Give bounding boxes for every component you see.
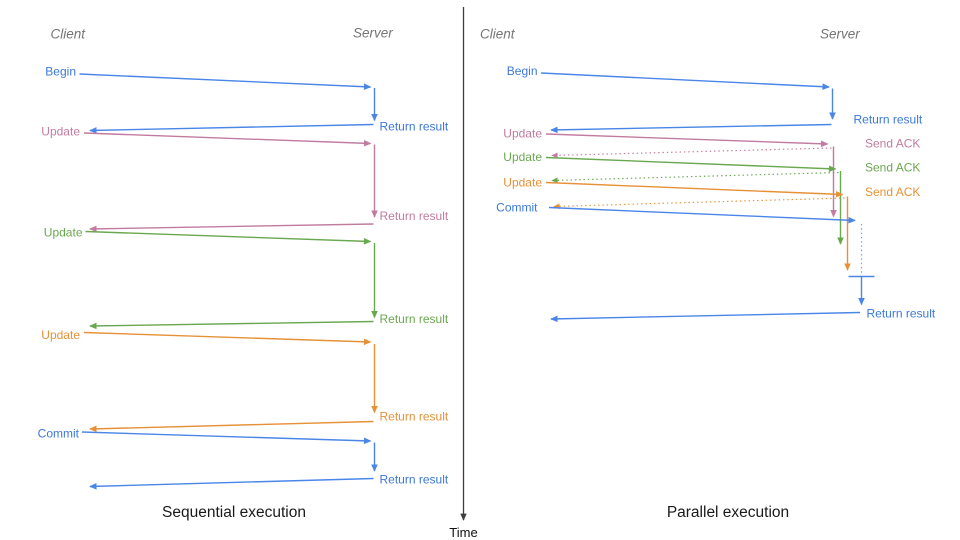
parallel-panel: Client Server Begin Return result Update… [480, 27, 936, 522]
seq-update1-request-arrow [83, 132, 372, 147]
par-begin-response-label: Return result [854, 113, 923, 127]
par-update3-ack-return-arrow [553, 197, 845, 210]
par-commit-response-label: Return result [867, 307, 936, 321]
seq-commit-response-label: Return result [380, 473, 449, 487]
time-axis-label: Time [449, 525, 477, 540]
seq-update2-request-arrow [85, 230, 372, 245]
par-update1-ack-label: Send ACK [865, 137, 920, 151]
sequential-title: Sequential execution [162, 504, 306, 521]
par-update1-request-label: Update [503, 127, 542, 141]
time-axis: Time [449, 7, 478, 540]
seq-update2-request-label: Update [44, 226, 83, 240]
par-update3-ack-label: Send ACK [865, 185, 920, 199]
seq-update3-request-label: Update [41, 328, 80, 342]
par-commit-request-arrow [548, 206, 856, 224]
par-update3-request-arrow [545, 181, 844, 198]
sequential-panel: Client Server Begin Return result Update… [38, 26, 449, 522]
par-commit-request-label: Commit [496, 201, 538, 215]
seq-commit-request-arrow [81, 431, 372, 445]
seq-update3-response-label: Return result [380, 410, 449, 424]
par-update1-request-arrow [545, 133, 829, 148]
seq-begin-response-label: Return result [380, 120, 449, 134]
par-update2-ack-return-arrow [551, 171, 839, 184]
parallel-title: Parallel execution [667, 504, 789, 521]
par-begin-request-label: Begin [507, 64, 538, 78]
par-commit-response-arrow [550, 311, 861, 323]
seq-update3-request-arrow [83, 331, 372, 346]
seq-update2-response-arrow [89, 320, 374, 330]
seq-commit-request-label: Commit [38, 427, 80, 441]
seq-begin-request-label: Begin [45, 65, 76, 79]
seq-update1-response-label: Return result [380, 209, 449, 223]
par-begin-response-arrow [550, 123, 832, 134]
par-update2-request-arrow [545, 156, 837, 173]
seq-update1-response-arrow [89, 223, 374, 233]
seq-begin-request-arrow [79, 73, 372, 91]
par-update2-ack-label: Send ACK [865, 161, 920, 175]
par-client-header: Client [480, 27, 516, 42]
seq-client-header: Client [51, 27, 87, 42]
seq-begin-response-arrow [89, 123, 374, 134]
par-update1-ack-return-arrow [551, 147, 832, 159]
seq-commit-response-arrow [89, 477, 374, 490]
par-update3-request-label: Update [503, 176, 542, 190]
par-server-header: Server [820, 27, 860, 42]
par-begin-request-arrow [540, 72, 830, 90]
seq-update3-response-arrow [89, 420, 374, 433]
seq-server-header: Server [353, 26, 393, 41]
par-update2-request-label: Update [503, 150, 542, 164]
seq-update1-request-label: Update [41, 125, 80, 139]
seq-update2-response-label: Return result [380, 312, 449, 326]
